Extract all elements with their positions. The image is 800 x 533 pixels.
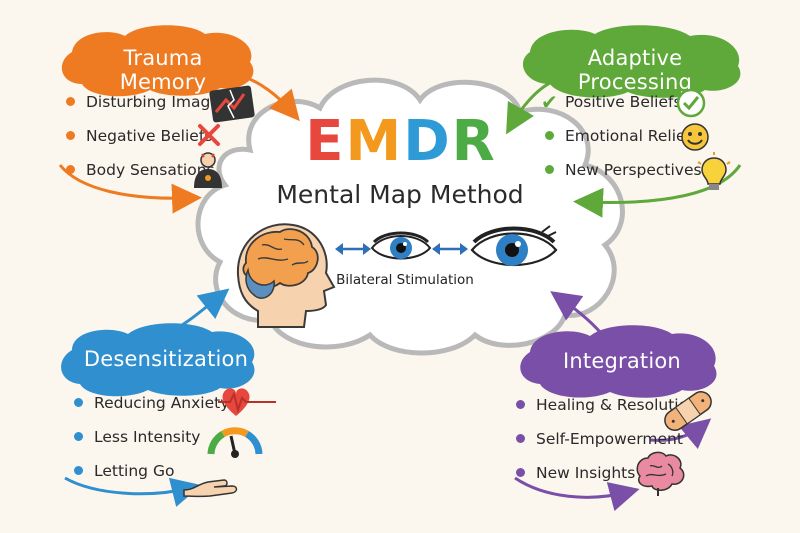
bullet-dot <box>516 400 525 409</box>
list-item-label: New Perspectives <box>565 161 702 179</box>
list-item: New Perspectives <box>545 153 702 187</box>
list-item: Self-Empowerment <box>516 422 698 456</box>
green-check-icon: ✔ <box>541 90 558 114</box>
bullet-dot <box>74 398 83 407</box>
broken-picture-icon <box>209 85 255 123</box>
list-item: Healing & Resolution <box>516 388 698 422</box>
list-item: Reducing Anxiety <box>74 386 229 420</box>
double-arrow-icon <box>432 243 468 255</box>
brain-icon <box>636 451 685 496</box>
adaptive-title: Adaptive Processing <box>577 46 693 94</box>
title-letter-r: R <box>451 109 497 174</box>
list-item-label: Disturbing Images <box>86 93 228 111</box>
desensitization-arrow-out <box>64 476 202 507</box>
integration-arrow-up <box>649 418 712 450</box>
tense-person-icon <box>194 152 222 188</box>
list-item: Less Intensity <box>74 420 229 454</box>
list-item: Disturbing Images <box>66 85 228 119</box>
integration-list: Healing & Resolution Self-Empowerment Ne… <box>516 388 698 490</box>
adaptive-arrow-to-center <box>506 80 553 135</box>
bullet-dot <box>66 97 75 106</box>
list-item: Negative Beliefs <box>66 119 228 153</box>
integration-arrow-to-center <box>550 291 607 339</box>
adaptive-cloud <box>522 25 741 98</box>
list-item: Body Sensations <box>66 153 228 187</box>
right-eye-icon <box>470 225 558 266</box>
list-item: ✔ Positive Beliefs <box>541 85 702 119</box>
integration-title: Integration <box>563 349 681 373</box>
list-item-label: Body Sensations <box>86 161 215 179</box>
trauma-cloud <box>61 25 254 97</box>
bilateral-stimulation-label: Bilateral Stimulation <box>336 272 474 288</box>
desensitization-title: Desensitization <box>83 347 249 371</box>
list-item-label: Letting Go <box>94 462 175 480</box>
bullet-dot <box>66 165 75 174</box>
bullet-dot <box>74 432 83 441</box>
title-letter-m: M <box>345 109 404 174</box>
double-arrow-icon <box>335 243 371 255</box>
list-item-label: New Insights <box>536 464 636 482</box>
list-item-label: Self-Empowerment <box>536 430 683 448</box>
trauma-list: Disturbing Images Negative Beliefs Body … <box>66 85 228 187</box>
desensitization-cloud <box>61 323 255 397</box>
open-hand-icon <box>183 479 238 498</box>
bullet-dot <box>545 131 554 140</box>
bullet-dot <box>516 434 525 443</box>
green-check-icon <box>676 88 706 118</box>
page-subtitle: Mental Map Method <box>276 180 524 209</box>
head-brain-icon <box>236 223 336 328</box>
list-item-label: Positive Beliefs <box>565 93 682 111</box>
list-item-label: Less Intensity <box>94 428 201 446</box>
lightbulb-icon <box>697 152 731 190</box>
heartbeat-icon <box>218 388 276 416</box>
bandage-icon <box>664 391 712 431</box>
bullet-dot <box>545 165 554 174</box>
adaptive-arrow-out <box>573 164 742 218</box>
list-item-label: Reducing Anxiety <box>94 394 230 412</box>
title-letter-e: E <box>305 109 346 174</box>
integration-arrow-out <box>514 476 640 512</box>
integration-cloud <box>520 325 717 398</box>
bullet-dot <box>74 466 83 475</box>
trauma-arrow-to-center <box>234 72 300 122</box>
list-item: New Insights <box>516 456 698 490</box>
list-item-label: Healing & Resolution <box>536 396 698 414</box>
title-letter-d: D <box>403 109 452 174</box>
gauge-icon <box>207 427 263 458</box>
list-item-label: Negative Beliefs <box>86 127 213 145</box>
trauma-title: Trauma Memory <box>119 46 207 94</box>
desensitization-arrow-to-center <box>164 288 230 337</box>
desensitization-list: Reducing Anxiety Less Intensity Letting … <box>74 386 229 488</box>
list-item-label: Emotional Relief <box>565 127 692 145</box>
bullet-dot <box>66 131 75 140</box>
adaptive-list: ✔ Positive Beliefs Emotional Relief New P… <box>541 85 702 187</box>
bullet-dot <box>516 468 525 477</box>
list-item: Letting Go <box>74 454 229 488</box>
red-x-icon <box>198 124 220 146</box>
list-item: Emotional Relief <box>545 119 702 153</box>
smiley-icon <box>681 123 709 151</box>
page-title: EMDR <box>266 112 536 172</box>
left-eye-icon <box>370 231 432 260</box>
